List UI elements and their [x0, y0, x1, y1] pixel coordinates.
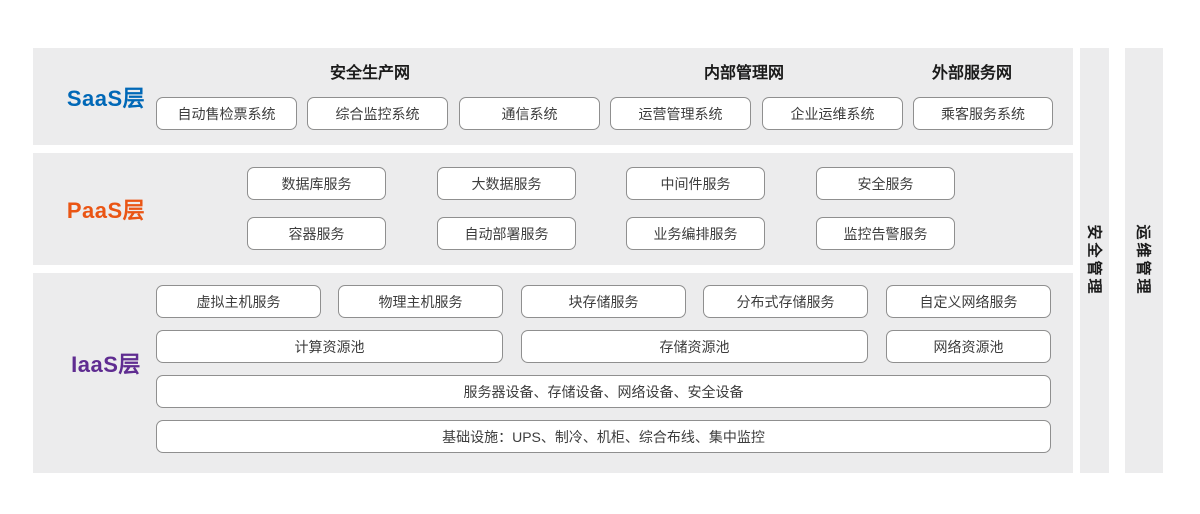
- panel-paas: PaaS层 数据库服务 大数据服务 中间件服务 安全服务 容器服务 自动部署服务…: [33, 153, 1073, 265]
- sidebar-ops-management: 运维管理: [1125, 48, 1163, 473]
- service-box-bigdata: 大数据服务: [437, 167, 576, 200]
- infrastructure-bar: 基础设施：UPS、制冷、机柜、综合布线、集中监控: [156, 420, 1051, 453]
- layer-label-paas: PaaS层: [66, 198, 146, 223]
- service-box-block-storage: 块存储服务: [521, 285, 686, 318]
- network-header-internal: 内部管理网: [703, 65, 785, 82]
- service-box-orchestration: 业务编排服务: [626, 217, 765, 250]
- service-box-virtual-host: 虚拟主机服务: [156, 285, 321, 318]
- service-box-distributed-storage: 分布式存储服务: [703, 285, 868, 318]
- service-box-communication: 通信系统: [459, 97, 600, 130]
- service-box-middleware: 中间件服务: [626, 167, 765, 200]
- security-management-label: 安全管理: [1085, 224, 1103, 297]
- service-box-security: 安全服务: [816, 167, 955, 200]
- network-header-external: 外部服务网: [931, 65, 1013, 82]
- service-box-database: 数据库服务: [247, 167, 386, 200]
- resource-pool-network: 网络资源池: [886, 330, 1051, 363]
- resource-pool-compute: 计算资源池: [156, 330, 503, 363]
- service-box-auto-deploy: 自动部署服务: [437, 217, 576, 250]
- service-box-enterprise-ops: 企业运维系统: [762, 97, 903, 130]
- network-header-production: 安全生产网: [329, 65, 411, 82]
- panel-saas: SaaS层 安全生产网 内部管理网 外部服务网 自动售检票系统 综合监控系统 通…: [33, 48, 1073, 145]
- service-box-alerting: 监控告警服务: [816, 217, 955, 250]
- panel-iaas: IaaS层 虚拟主机服务 物理主机服务 块存储服务 分布式存储服务 自定义网络服…: [33, 273, 1073, 473]
- service-box-passenger: 乘客服务系统: [913, 97, 1053, 130]
- service-box-operation-mgmt: 运营管理系统: [610, 97, 751, 130]
- layer-label-iaas: IaaS层: [71, 352, 141, 377]
- service-box-afc: 自动售检票系统: [156, 97, 297, 130]
- service-box-physical-host: 物理主机服务: [338, 285, 503, 318]
- service-box-monitoring: 综合监控系统: [307, 97, 448, 130]
- service-box-custom-network: 自定义网络服务: [886, 285, 1051, 318]
- ops-management-label: 运维管理: [1134, 224, 1152, 297]
- hardware-devices-bar: 服务器设备、存储设备、网络设备、安全设备: [156, 375, 1051, 408]
- resource-pool-storage: 存储资源池: [521, 330, 868, 363]
- layer-label-saas: SaaS层: [66, 85, 146, 111]
- service-box-container: 容器服务: [247, 217, 386, 250]
- sidebar-security-management: 安全管理: [1080, 48, 1109, 473]
